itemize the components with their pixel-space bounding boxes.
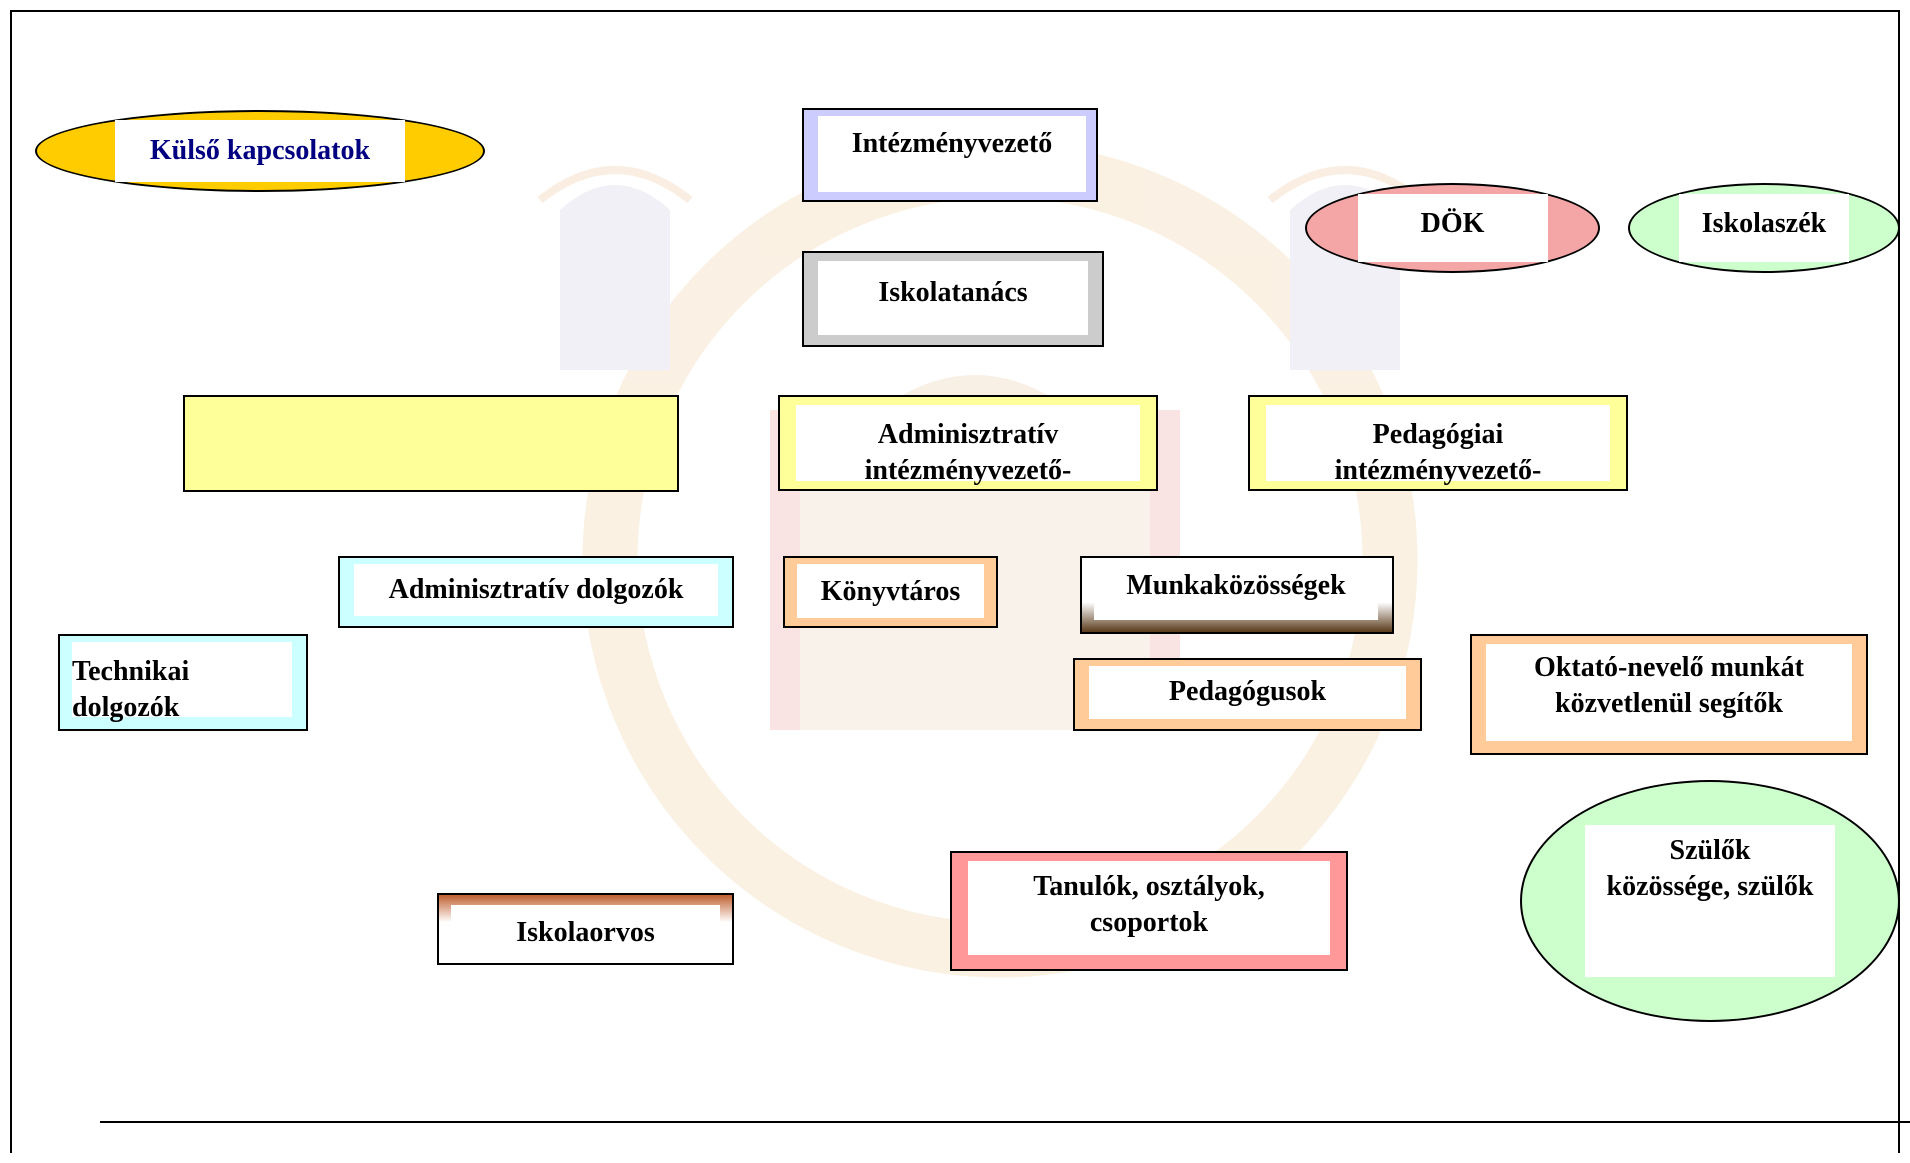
node-konyvtaros-label: Könyvtáros bbox=[820, 576, 961, 607]
node-technikai-dolgozok: Technikai dolgozók bbox=[58, 634, 308, 731]
node-tanulok-label-1: Tanulók, osztályok, bbox=[1033, 871, 1265, 902]
node-kulso-kapcsolatok-label: Külső kapcsolatok bbox=[149, 135, 371, 166]
node-dok: DÖK bbox=[1305, 183, 1600, 273]
node-szulok-label-2: közössége, szülők bbox=[1606, 871, 1814, 902]
node-tanulok-label-2: csoportok bbox=[1089, 907, 1209, 938]
node-oktato-nevelo: Oktató-nevelő munkát közvetlenül segítők bbox=[1470, 634, 1868, 755]
node-kulso-kapcsolatok: Külső kapcsolatok bbox=[35, 110, 485, 192]
node-iskolatanacs: Iskolatanács bbox=[802, 251, 1104, 347]
node-iskolaszek-label: Iskolaszék bbox=[1701, 208, 1827, 239]
node-munkakozossegek: Munkaközösségek bbox=[1080, 556, 1394, 634]
node-empty-yellow bbox=[183, 395, 679, 492]
node-admin-vezeto: Adminisztratív intézményvezető- bbox=[778, 395, 1158, 491]
node-tanulok: Tanulók, osztályok, csoportok bbox=[950, 851, 1348, 971]
node-admin-dolgozok-label: Adminisztratív dolgozók bbox=[388, 574, 684, 605]
node-oktato-label-1: Oktató-nevelő munkát bbox=[1534, 652, 1804, 683]
node-munkakozossegek-label: Munkaközösségek bbox=[1126, 570, 1346, 601]
node-pedagogusok-label: Pedagógusok bbox=[1168, 676, 1327, 707]
node-oktato-label-2: közvetlenül segítők bbox=[1555, 688, 1783, 719]
node-szulok-label-1: Szülők bbox=[1669, 835, 1751, 866]
diagram-frame bbox=[10, 10, 1900, 1153]
node-iskolaszek: Iskolaszék bbox=[1628, 183, 1900, 273]
node-ped-vezeto-label-1: Pedagógiai bbox=[1372, 419, 1504, 450]
node-szulok: Szülők közössége, szülők bbox=[1520, 780, 1900, 1022]
node-intezmenyvezeto: Intézményvezető bbox=[802, 108, 1098, 202]
node-dok-label: DÖK bbox=[1420, 208, 1485, 239]
node-intezmenyvezeto-label: Intézményvezető bbox=[851, 128, 1053, 159]
node-pedagogusok: Pedagógusok bbox=[1073, 658, 1422, 731]
node-ped-vezeto: Pedagógiai intézményvezető- bbox=[1248, 395, 1628, 491]
bottom-divider bbox=[100, 1121, 1910, 1123]
node-admin-vezeto-label-1: Adminisztratív bbox=[877, 419, 1059, 450]
node-iskolaorvos-label: Iskolaorvos bbox=[516, 917, 655, 948]
node-technikai-label-1: Technikai bbox=[72, 656, 190, 687]
node-admin-dolgozok: Adminisztratív dolgozók bbox=[338, 556, 734, 628]
node-iskolaorvos: Iskolaorvos bbox=[437, 893, 734, 965]
node-konyvtaros: Könyvtáros bbox=[783, 556, 998, 628]
node-technikai-label-2: dolgozók bbox=[72, 692, 180, 723]
node-ped-vezeto-label-2: intézményvezető- bbox=[1334, 455, 1542, 486]
node-admin-vezeto-label-2: intézményvezető- bbox=[864, 455, 1072, 486]
node-iskolatanacs-label: Iskolatanács bbox=[878, 277, 1028, 308]
